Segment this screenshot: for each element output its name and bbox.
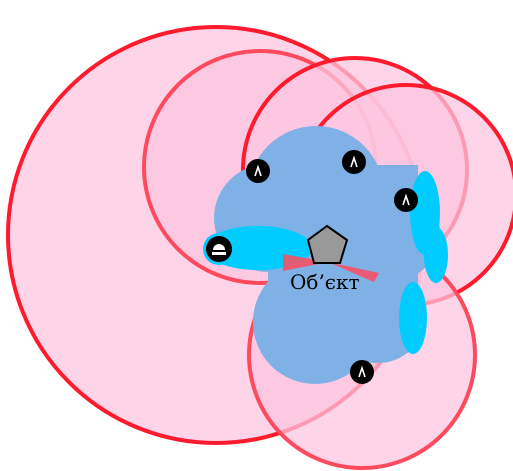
sensor-layer: [203, 150, 418, 384]
sensor-marker: [246, 159, 270, 183]
highlight-bottom-right: [399, 282, 427, 354]
sensor-marker: [342, 150, 366, 174]
object-label: Об’єкт: [290, 270, 360, 294]
object-marker: [306, 224, 349, 264]
sensor-marker-highlighted: [203, 233, 235, 265]
highlight-right-lower: [424, 227, 448, 283]
sensor-marker: [394, 188, 418, 212]
bearing-wedge-right: [328, 262, 379, 282]
bearing-layer: [283, 254, 379, 282]
sensor-marker: [350, 360, 374, 384]
bearing-wedge-left: [283, 254, 328, 271]
